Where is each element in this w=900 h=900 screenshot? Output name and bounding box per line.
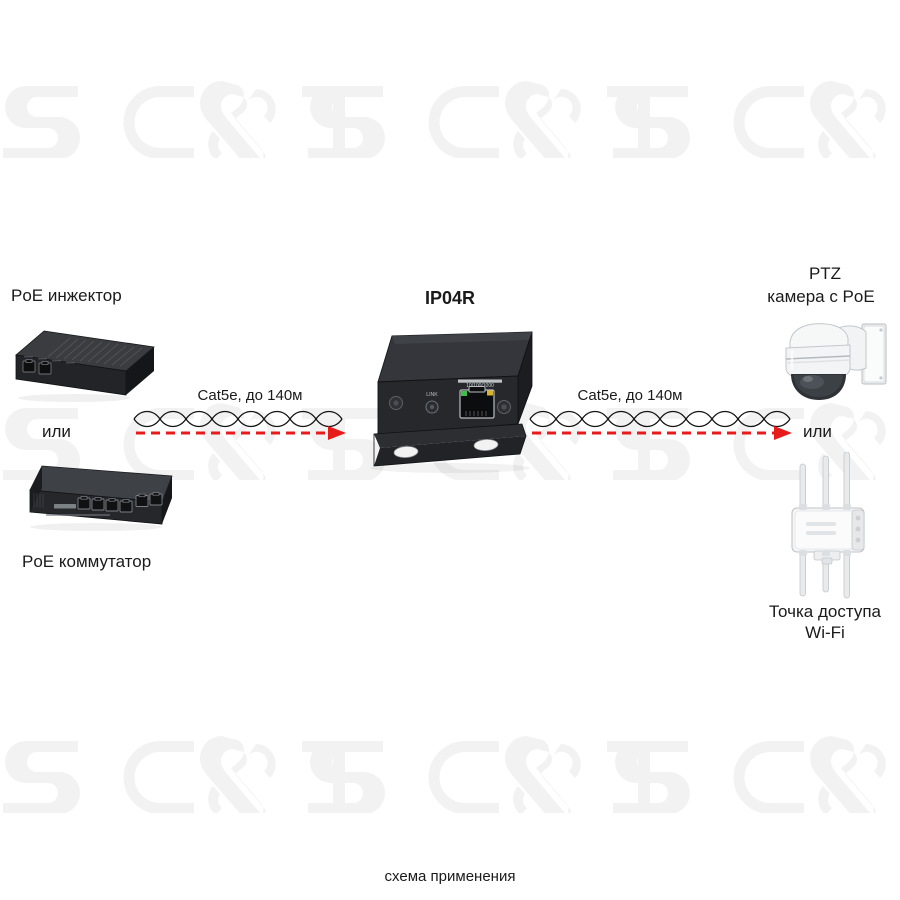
ptz-camera-label-line1: PTZ	[808, 264, 842, 283]
poe-injector-label: PoE инжектор	[11, 286, 122, 305]
left-link-label: Cat5e, до 140м	[197, 387, 303, 404]
right-link-cable	[528, 405, 800, 443]
right-link-label: Cat5e, до 140м	[577, 387, 683, 404]
left-or-label: или	[42, 422, 71, 441]
right-or-label: или	[803, 422, 832, 441]
svg-text:LINK: LINK	[426, 392, 438, 398]
poe-switch-image	[20, 462, 185, 542]
ptz-camera-image	[778, 312, 894, 408]
center-device-title: IP04R	[424, 288, 476, 308]
wifi-access-point-image	[780, 452, 884, 600]
wifi-ap-label-line2: Wi-Fi	[805, 623, 845, 642]
ptz-camera-label-line2: камера с PoE	[767, 287, 875, 306]
left-link-cable	[132, 405, 354, 443]
ip04r-device-image: LINK 10/100/1000	[340, 328, 560, 480]
poe-injector-image	[8, 325, 158, 405]
watermark-row-bottom	[0, 733, 900, 813]
poe-switch-label: PoE коммутатор	[22, 552, 152, 571]
watermark-row-top	[0, 78, 900, 158]
page-caption: схема применения	[384, 868, 516, 885]
wifi-ap-label-line1: Точка доступа	[769, 602, 881, 621]
